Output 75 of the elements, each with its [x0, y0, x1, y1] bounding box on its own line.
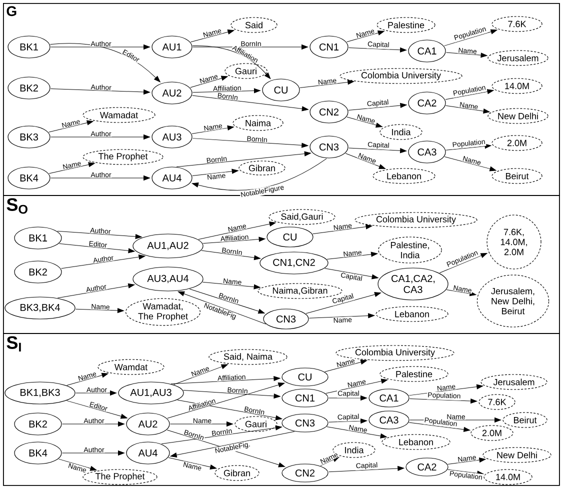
- arrow: [58, 458, 97, 471]
- arrow: [408, 422, 470, 432]
- arrow: [178, 291, 266, 324]
- arrow: [446, 105, 490, 114]
- arrow: [192, 95, 308, 112]
- arrow: [346, 30, 384, 42]
- arrow: [57, 283, 135, 298]
- arrow: [58, 243, 135, 254]
- arrow: [192, 158, 327, 190]
- arrow: [170, 431, 295, 458]
- arrow: [50, 176, 150, 180]
- arrow: [66, 400, 128, 419]
- arrow: [48, 120, 94, 132]
- arrow: [439, 252, 488, 274]
- arrow: [161, 425, 282, 444]
- arrow: [326, 378, 388, 394]
- arrow: [190, 76, 228, 88]
- arrow: [166, 430, 286, 468]
- arrow: [446, 289, 476, 296]
- arrow: [192, 138, 308, 148]
- arrow: [62, 450, 124, 456]
- arrow: [198, 222, 276, 240]
- arrow: [446, 144, 492, 150]
- arrow: [183, 390, 280, 398]
- arrow: [50, 134, 150, 140]
- arrow: [308, 313, 375, 318]
- arrow: [170, 376, 280, 384]
- arrow: [192, 88, 261, 94]
- arrow: [190, 30, 234, 42]
- arrow: [328, 466, 404, 472]
- arrow: [50, 43, 160, 82]
- arrow: [326, 252, 378, 260]
- arrow: [328, 396, 367, 400]
- arrow: [448, 458, 486, 464]
- arrow: [202, 236, 266, 244]
- arrow: [444, 156, 496, 172]
- arrow: [312, 224, 372, 234]
- arrow: [409, 398, 478, 404]
- arrow: [306, 292, 382, 314]
- arrow: [48, 162, 95, 174]
- arrow: [444, 29, 498, 46]
- arrow: [189, 288, 265, 314]
- arrow: [192, 168, 238, 176]
- arrow: [408, 384, 484, 396]
- arrow: [60, 254, 146, 269]
- arrow: [192, 125, 234, 134]
- arrow: [62, 422, 124, 426]
- arrow: [300, 80, 354, 88]
- arrow: [50, 44, 150, 50]
- arrow: [192, 46, 271, 79]
- arrow: [168, 457, 217, 470]
- arrow: [176, 151, 311, 168]
- arrow: [445, 89, 494, 100]
- arrow: [57, 230, 142, 240]
- arrow: [202, 282, 260, 290]
- arrow: [201, 250, 261, 260]
- arrow: [324, 268, 378, 280]
- arrow: [174, 364, 228, 385]
- arrow: [50, 88, 150, 94]
- arrow: [324, 360, 368, 372]
- arrow: [446, 52, 488, 58]
- arrow: [76, 390, 116, 396]
- arrow: [75, 308, 124, 313]
- arrow: [345, 153, 386, 169]
- arrow: [167, 382, 285, 418]
- arrow: [348, 148, 407, 154]
- arrow: [328, 418, 368, 424]
- arrow: [346, 116, 382, 128]
- arrow: [66, 372, 108, 386]
- arrow: [348, 102, 407, 110]
- arrow: [326, 426, 387, 438]
- arrow: [170, 422, 233, 426]
- arrow: [177, 400, 282, 420]
- arrow: [348, 47, 407, 52]
- arrow: [192, 44, 308, 50]
